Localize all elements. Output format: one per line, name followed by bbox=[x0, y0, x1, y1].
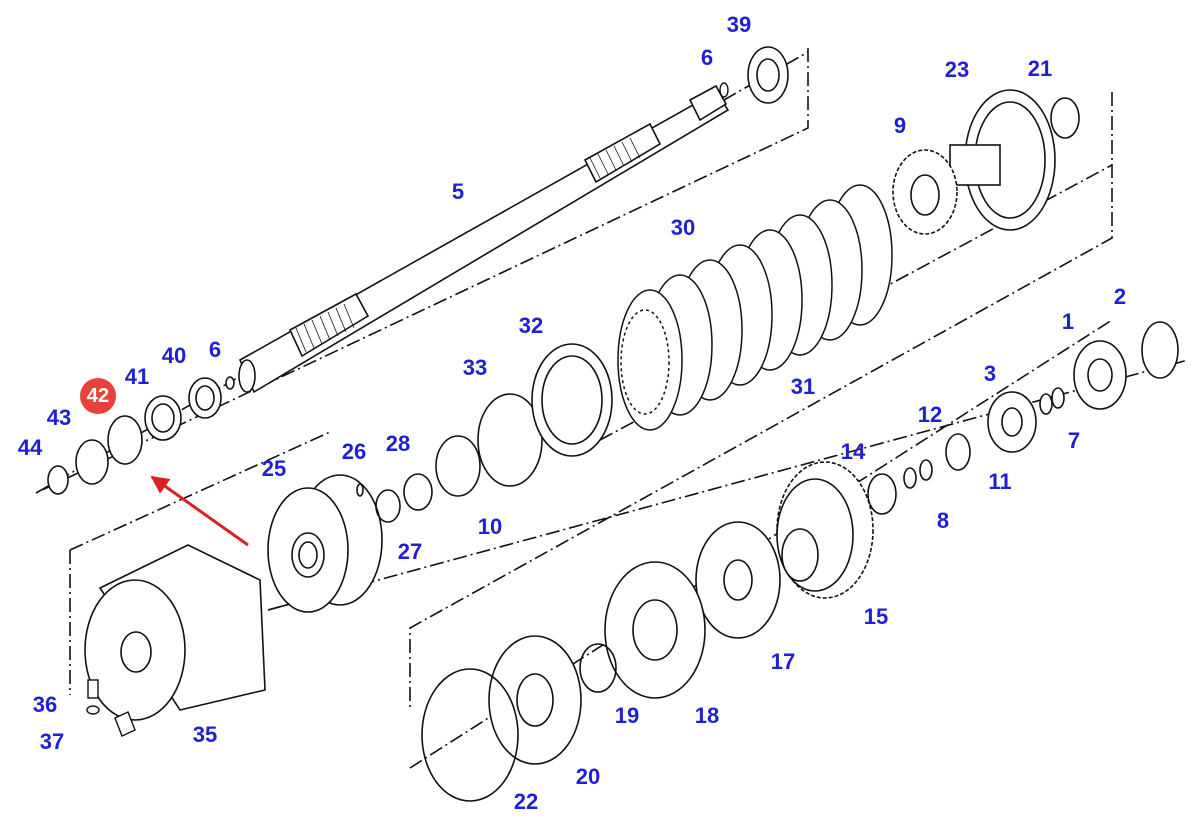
label-part-17: 17 bbox=[770, 649, 796, 674]
ring-group-middle bbox=[356, 393, 543, 523]
hub-25 bbox=[267, 474, 383, 613]
gear-9-drum-23 bbox=[892, 89, 1080, 235]
label-part-35: 35 bbox=[192, 722, 218, 747]
label-part-15: 15 bbox=[863, 604, 889, 629]
label-part-19: 19 bbox=[614, 703, 640, 728]
label-part-23: 23 bbox=[944, 57, 970, 82]
highlight-badge-part-42: 42 bbox=[80, 378, 116, 414]
label-part-28: 28 bbox=[385, 431, 411, 456]
label-part-36: 36 bbox=[32, 692, 58, 717]
label-part-25: 25 bbox=[261, 456, 287, 481]
piston-32 bbox=[531, 343, 613, 457]
label-part-12: 12 bbox=[917, 402, 943, 427]
label-part-3: 3 bbox=[983, 361, 997, 386]
label-part-43: 43 bbox=[46, 405, 72, 430]
label-part-18: 18 bbox=[694, 703, 720, 728]
label-part-7: 7 bbox=[1067, 428, 1081, 453]
clutch-pack-30-31 bbox=[617, 184, 893, 431]
label-part-5: 5 bbox=[451, 179, 465, 204]
shaft-5 bbox=[238, 84, 730, 394]
red-arrow-icon bbox=[150, 475, 249, 547]
label-part-26: 26 bbox=[341, 439, 367, 464]
label-part-22: 22 bbox=[513, 789, 539, 814]
label-part-1: 1 bbox=[1061, 309, 1075, 334]
label-part-30: 30 bbox=[670, 215, 696, 240]
label-part-32: 32 bbox=[518, 313, 544, 338]
label-part-40: 40 bbox=[161, 343, 187, 368]
label-part-2: 2 bbox=[1113, 284, 1127, 309]
label-part-9: 9 bbox=[893, 113, 907, 138]
label-part-14: 14 bbox=[840, 439, 866, 464]
label-part-20: 20 bbox=[575, 764, 601, 789]
label-part-37: 37 bbox=[39, 729, 65, 754]
ring-6-top bbox=[719, 82, 729, 98]
label-part-10: 10 bbox=[477, 514, 503, 539]
label-part-6-left: 6 bbox=[208, 337, 222, 362]
right-small-parts bbox=[867, 321, 1179, 515]
left-end-parts bbox=[47, 376, 235, 495]
label-part-39: 39 bbox=[726, 12, 752, 37]
label-part-33: 33 bbox=[462, 355, 488, 380]
bolt-36-washer-37 bbox=[86, 679, 136, 737]
bearing-39 bbox=[747, 46, 789, 104]
label-part-8: 8 bbox=[936, 508, 950, 533]
gear-15 bbox=[776, 461, 874, 599]
label-part-31: 31 bbox=[790, 374, 816, 399]
label-part-21: 21 bbox=[1027, 56, 1053, 81]
label-part-11: 11 bbox=[988, 469, 1012, 494]
label-part-41: 41 bbox=[124, 364, 150, 389]
label-part-44: 44 bbox=[17, 435, 43, 460]
cover-35 bbox=[84, 544, 291, 721]
lower-plates bbox=[421, 521, 781, 802]
label-part-6-top: 6 bbox=[700, 45, 714, 70]
label-part-27: 27 bbox=[397, 539, 423, 564]
